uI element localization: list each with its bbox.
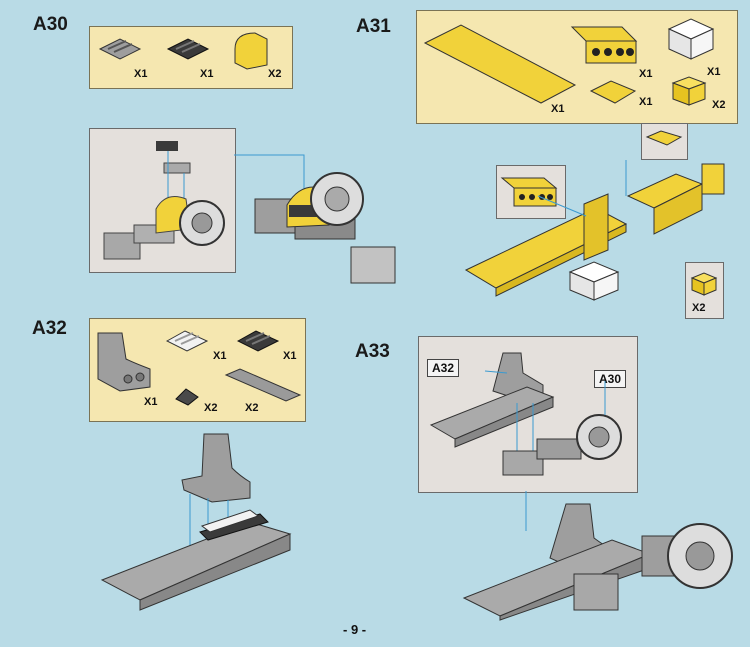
grille-plate-black-icon xyxy=(236,330,280,352)
part-qty: X1 xyxy=(134,68,148,80)
tile-yellow-icon xyxy=(645,130,683,146)
part-qty: X1 xyxy=(283,350,297,362)
brick-yellow-icon xyxy=(690,272,718,296)
part-qty: X1 xyxy=(213,350,227,362)
curved-slope-yellow-icon xyxy=(234,32,268,70)
tile-yellow-icon xyxy=(589,80,637,104)
brick-yellow-icon xyxy=(671,76,707,106)
grille-plate-black-icon xyxy=(166,38,210,60)
step-label-a31: A31 xyxy=(356,16,391,37)
bracket-yellow-icon xyxy=(570,26,638,64)
grille-plate-gray-icon xyxy=(98,38,142,60)
subassembly-preview-icon xyxy=(429,352,622,476)
seat-gray-icon xyxy=(97,332,151,392)
step-label-a30: A30 xyxy=(33,14,68,35)
ref-label-a32: A32 xyxy=(427,359,460,377)
part-qty: X2 xyxy=(692,302,706,314)
part-qty: X1 xyxy=(639,96,653,108)
brick-white-icon xyxy=(667,18,715,60)
long-tile-gray-icon xyxy=(224,368,302,402)
final-vehicle-assembly-icon xyxy=(462,503,733,621)
part-qty: X1 xyxy=(639,68,653,80)
parts-box-a30: X1 X1 X2 xyxy=(89,26,293,89)
part-qty: X2 xyxy=(245,402,259,414)
page-number: - 9 - xyxy=(343,622,367,637)
callout-tile xyxy=(641,123,688,160)
part-qty: X1 xyxy=(551,103,565,115)
assembled-wheel-module-icon xyxy=(254,172,396,284)
parts-box-a31: X1 X1 X1 X1 X2 xyxy=(416,10,738,124)
wheel-subassembly-icon xyxy=(103,141,225,260)
parts-box-a32: X1 X1 X1 X2 X2 xyxy=(89,318,306,422)
step-label-a33: A33 xyxy=(355,341,390,362)
part-qty: X1 xyxy=(707,66,721,78)
step-label-a32: A32 xyxy=(32,318,67,339)
part-qty: X1 xyxy=(144,396,158,408)
bracket-yellow-icon xyxy=(500,177,558,207)
yellow-plate-assembly-icon xyxy=(464,160,725,301)
part-qty: X2 xyxy=(268,68,282,80)
part-qty: X2 xyxy=(204,402,218,414)
assembly-box-a33: A32 A30 xyxy=(418,336,638,493)
seat-assembly-icon xyxy=(100,433,292,611)
assembly-box-a30 xyxy=(89,128,236,273)
grille-plate-white-icon xyxy=(165,330,209,352)
connector-line xyxy=(525,491,527,531)
connector-line xyxy=(234,154,305,194)
part-qty: X1 xyxy=(200,68,214,80)
part-qty: X2 xyxy=(712,99,726,111)
long-plate-yellow-icon xyxy=(423,24,577,104)
slope-dark-icon xyxy=(175,388,199,406)
